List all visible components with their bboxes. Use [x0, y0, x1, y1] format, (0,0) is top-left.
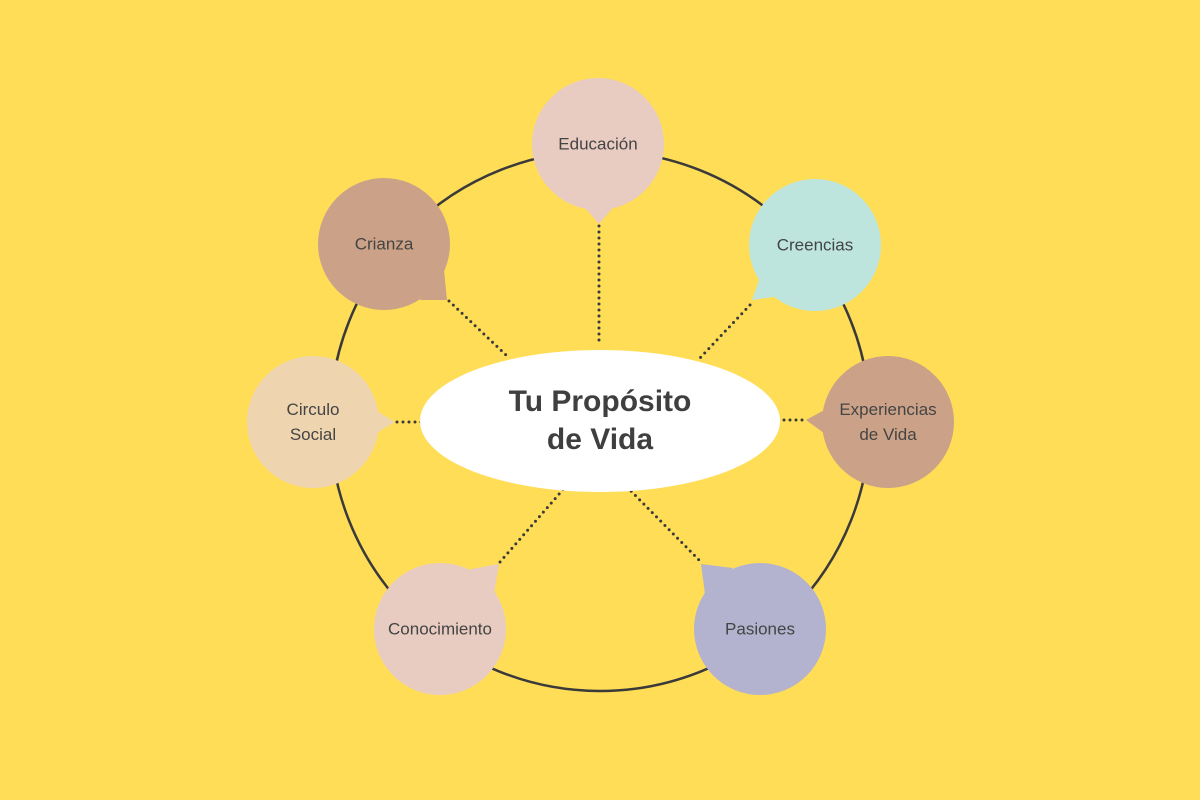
center-title-line-2: de Vida	[546, 423, 654, 456]
node-label-line: Creencias	[776, 235, 854, 255]
speech-bubble-circulo-social	[247, 356, 395, 488]
dotted-connector-crianza	[447, 299, 509, 358]
speech-bubble-experiencias-de-vida	[806, 356, 954, 488]
node-label-line: Educación	[558, 134, 638, 154]
center-title-line-1: Tu Propósito	[508, 385, 692, 418]
speech-bubble-educacion	[532, 78, 664, 224]
node-bubbles	[247, 78, 954, 695]
node-label-experiencias-de-vida: Experiencias de Vida	[839, 397, 936, 447]
node-label-educacion: Educación	[558, 132, 637, 157]
node-label-crianza: Crianza	[355, 232, 414, 257]
dotted-connector-pasiones	[625, 485, 701, 562]
center-ellipse	[420, 350, 780, 492]
node-label-line: de Vida	[859, 425, 917, 444]
node-label-line: Conocimiento	[388, 619, 492, 639]
node-label-creencias: Creencias	[777, 233, 854, 258]
speech-bubble-pasiones	[694, 563, 826, 695]
node-label-pasiones: Pasiones	[725, 617, 795, 642]
speech-bubble-creencias	[749, 179, 881, 311]
dotted-connector-creencias	[698, 303, 752, 360]
dotted-connector-conocimiento	[498, 483, 569, 564]
node-label-line: Social	[289, 425, 337, 444]
center-title: Tu Propósito de Vida	[509, 383, 692, 459]
node-label-line: Pasiones	[725, 619, 795, 639]
node-label-conocimiento: Conocimiento	[388, 617, 492, 642]
node-label-line: Experiencias	[839, 400, 937, 419]
node-label-line: Crianza	[354, 234, 414, 254]
node-label-circulo-social: Circulo Social	[287, 397, 340, 447]
speech-bubble-crianza	[318, 178, 450, 310]
speech-bubble-conocimiento	[374, 563, 506, 695]
node-label-line: Circulo	[286, 400, 340, 419]
connector-lines	[395, 224, 807, 564]
